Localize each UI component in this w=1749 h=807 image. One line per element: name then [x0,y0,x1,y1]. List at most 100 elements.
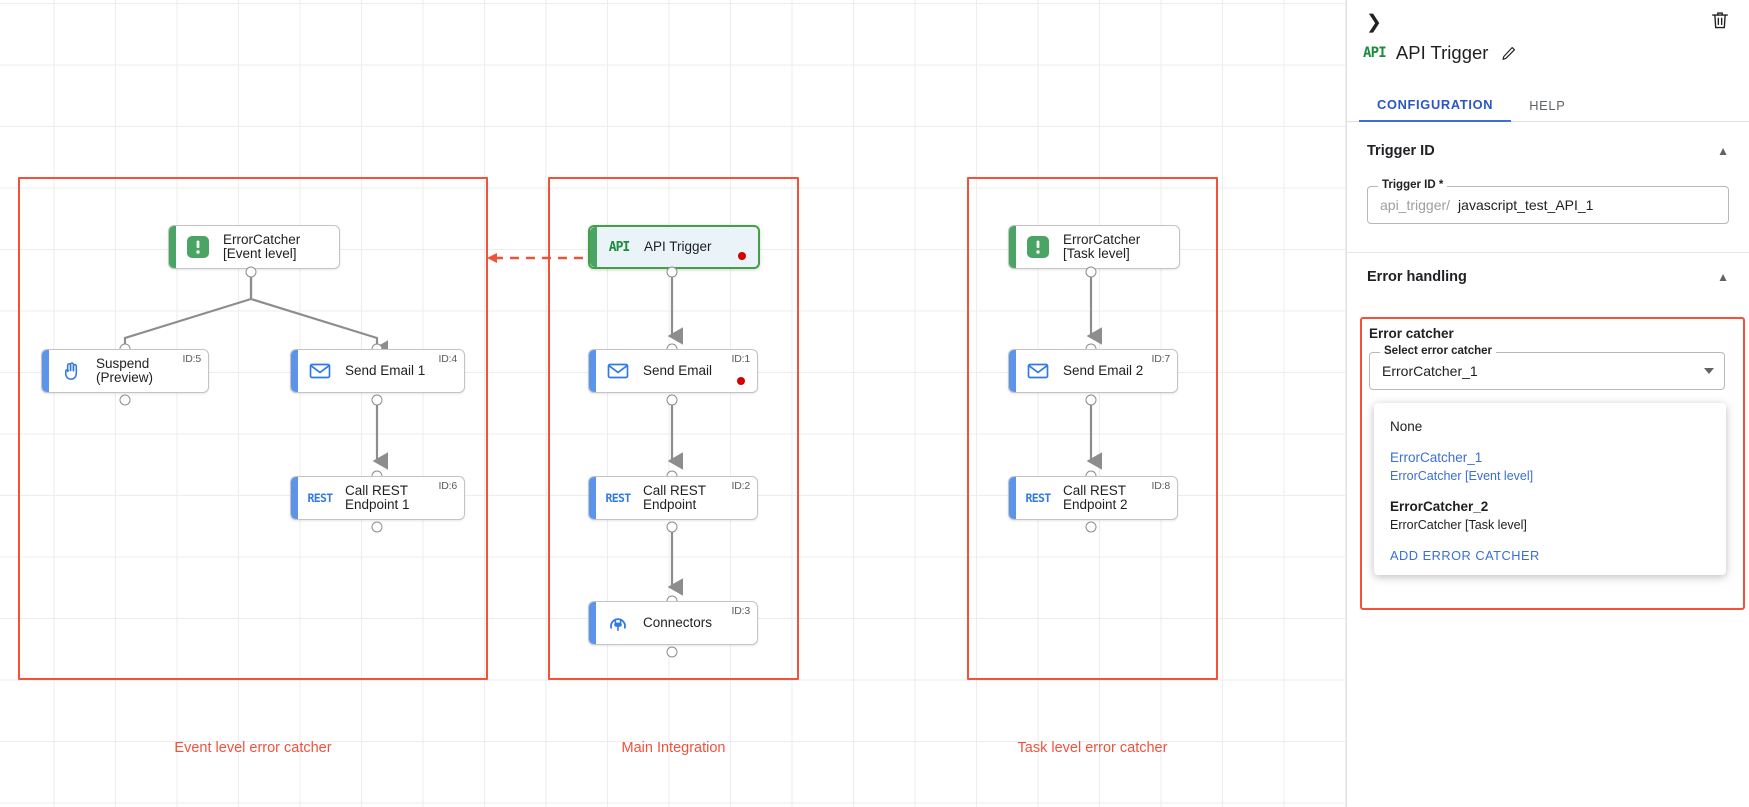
group-box-task-level [967,177,1218,680]
panel-title-row: API API Trigger [1363,42,1517,64]
chevron-down-icon[interactable] [1704,368,1714,374]
node-send-email[interactable]: Send Email ID:1 [588,349,758,393]
node-call-rest-endpoint-2[interactable]: REST Call REST Endpoint 2 ID:8 [1008,476,1178,520]
node-suspend-preview[interactable]: Suspend (Preview) ID:5 [41,349,209,393]
option-sublabel: ErrorCatcher [Event level] [1390,469,1534,483]
api-icon: API [1363,45,1387,61]
option-label: ErrorCatcher_2 [1390,499,1489,514]
node-accent-bar [291,477,298,519]
node-accent-bar [589,602,596,644]
port-out-send-email-2[interactable] [1085,394,1097,406]
node-error-indicator-dot [738,252,746,260]
select-error-catcher-dropdown[interactable]: Select error catcher ErrorCatcher_1 [1369,345,1725,390]
node-accent-bar [42,350,49,392]
email-icon [605,358,631,384]
group-label-event-level: Event level error catcher [174,740,332,756]
port-out-call-rest-2[interactable] [1085,521,1097,533]
select-error-catcher-value: ErrorCatcher_1 [1382,363,1478,379]
section-trigger-id: Trigger ID ▲ Trigger ID * api_trigger/ j… [1347,130,1749,224]
panel-tabs: CONFIGURATION HELP [1347,88,1749,122]
tab-help[interactable]: HELP [1529,97,1566,113]
rest-badge-text: REST [307,491,334,505]
node-accent-bar [589,477,596,519]
port-out-suspend[interactable] [119,394,131,406]
node-label: ErrorCatcher [Event level] [223,232,301,261]
node-error-indicator-dot [737,377,745,385]
port-out-send-email-1[interactable] [371,394,383,406]
edit-pencil-icon[interactable] [1500,45,1517,62]
workflow-canvas[interactable]: Event level error catcher Main Integrati… [0,0,1346,807]
node-id-badge: ID:1 [731,353,751,365]
node-id-badge: ID:5 [182,353,202,365]
option-label: ErrorCatcher_1 [1390,450,1483,465]
delete-icon[interactable] [1709,9,1733,33]
group-box-main-integration [548,177,799,680]
node-call-rest-endpoint-1[interactable]: REST Call REST Endpoint 1 ID:6 [290,476,465,520]
section-header-trigger-id[interactable]: Trigger ID ▲ [1367,130,1729,172]
node-label: API Trigger [644,239,712,254]
port-out-api-trigger[interactable] [666,266,678,278]
trigger-id-value: javascript_test_API_1 [1458,197,1594,213]
trigger-id-field[interactable]: Trigger ID * api_trigger/ javascript_tes… [1367,179,1729,224]
node-label: Call REST Endpoint 2 [1063,483,1128,512]
collapse-panel-icon[interactable]: ❯ [1366,11,1382,33]
node-id-badge: ID:8 [1151,480,1171,492]
option-sublabel: ErrorCatcher [Task level] [1390,518,1527,532]
node-id-badge: ID:7 [1151,353,1171,365]
node-label: Call REST Endpoint 1 [345,483,410,512]
node-error-catcher-event-level[interactable]: ErrorCatcher [Event level] [168,225,340,269]
group-label-main-integration: Main Integration [621,740,726,756]
node-accent-bar [1009,226,1016,268]
option-error-catcher-2[interactable]: ErrorCatcher_2 ErrorCatcher [Task level] [1374,491,1726,540]
section-divider [1347,252,1749,253]
port-out-call-rest[interactable] [666,521,678,533]
node-send-email-1[interactable]: Send Email 1 ID:4 [290,349,465,393]
node-label: Call REST Endpoint [643,483,707,512]
node-api-trigger[interactable]: API API Trigger [588,225,760,269]
node-accent-bar [169,226,176,268]
add-error-catcher-button[interactable]: ADD ERROR CATCHER [1390,548,1540,563]
node-accent-bar [590,227,597,267]
rest-badge-text: REST [605,491,632,505]
port-out-connectors[interactable] [666,646,678,658]
node-label: Connectors [643,615,713,630]
option-none[interactable]: None [1374,411,1726,442]
node-connectors[interactable]: Connectors ID:3 [588,601,758,645]
section-title: Error handling [1367,269,1467,285]
port-out-error-catcher-event[interactable] [245,266,257,278]
api-icon: API [606,234,632,260]
group-box-event-level [18,177,488,680]
port-out-error-catcher-task[interactable] [1085,266,1097,278]
select-error-catcher-legend: Select error catcher [1380,345,1497,357]
node-label: Send Email 2 [1063,363,1144,378]
option-error-catcher-1[interactable]: ErrorCatcher_1 ErrorCatcher [Event level… [1374,442,1726,491]
page-title: API Trigger [1395,42,1489,63]
port-out-send-email[interactable] [666,394,678,406]
node-error-catcher-task-level[interactable]: ErrorCatcher [Task level] [1008,225,1180,269]
port-out-call-rest-1[interactable] [371,521,383,533]
node-accent-bar [589,350,596,392]
node-call-rest-endpoint[interactable]: REST Call REST Endpoint ID:2 [588,476,758,520]
connectors-icon [605,610,631,636]
group-label-task-level: Task level error catcher [1017,740,1168,756]
node-id-badge: ID:4 [438,353,458,365]
email-icon [307,358,333,384]
section-header-error-handling[interactable]: Error handling ▲ [1367,256,1729,298]
rest-icon: REST [307,485,334,511]
chevron-up-icon[interactable]: ▲ [1717,144,1729,158]
tab-configuration[interactable]: CONFIGURATION [1359,88,1512,122]
node-send-email-2[interactable]: Send Email 2 ID:7 [1008,349,1178,393]
email-icon [1025,358,1051,384]
error-catcher-icon [1025,234,1051,260]
config-panel: ❯ API API Trigger CONFIGURATION HELP Tri… [1346,0,1749,807]
error-catcher-options-menu[interactable]: None ErrorCatcher_1 ErrorCatcher [Event … [1374,403,1726,575]
error-catcher-label: Error catcher [1369,326,1454,341]
node-label: Send Email 1 [345,363,426,378]
node-id-badge: ID:3 [731,605,751,617]
chevron-up-icon[interactable]: ▲ [1717,270,1729,284]
error-catcher-highlight-box [1360,317,1745,610]
trigger-id-legend: Trigger ID * [1378,179,1448,191]
node-accent-bar [291,350,298,392]
panel-header: ❯ [1347,0,1749,46]
